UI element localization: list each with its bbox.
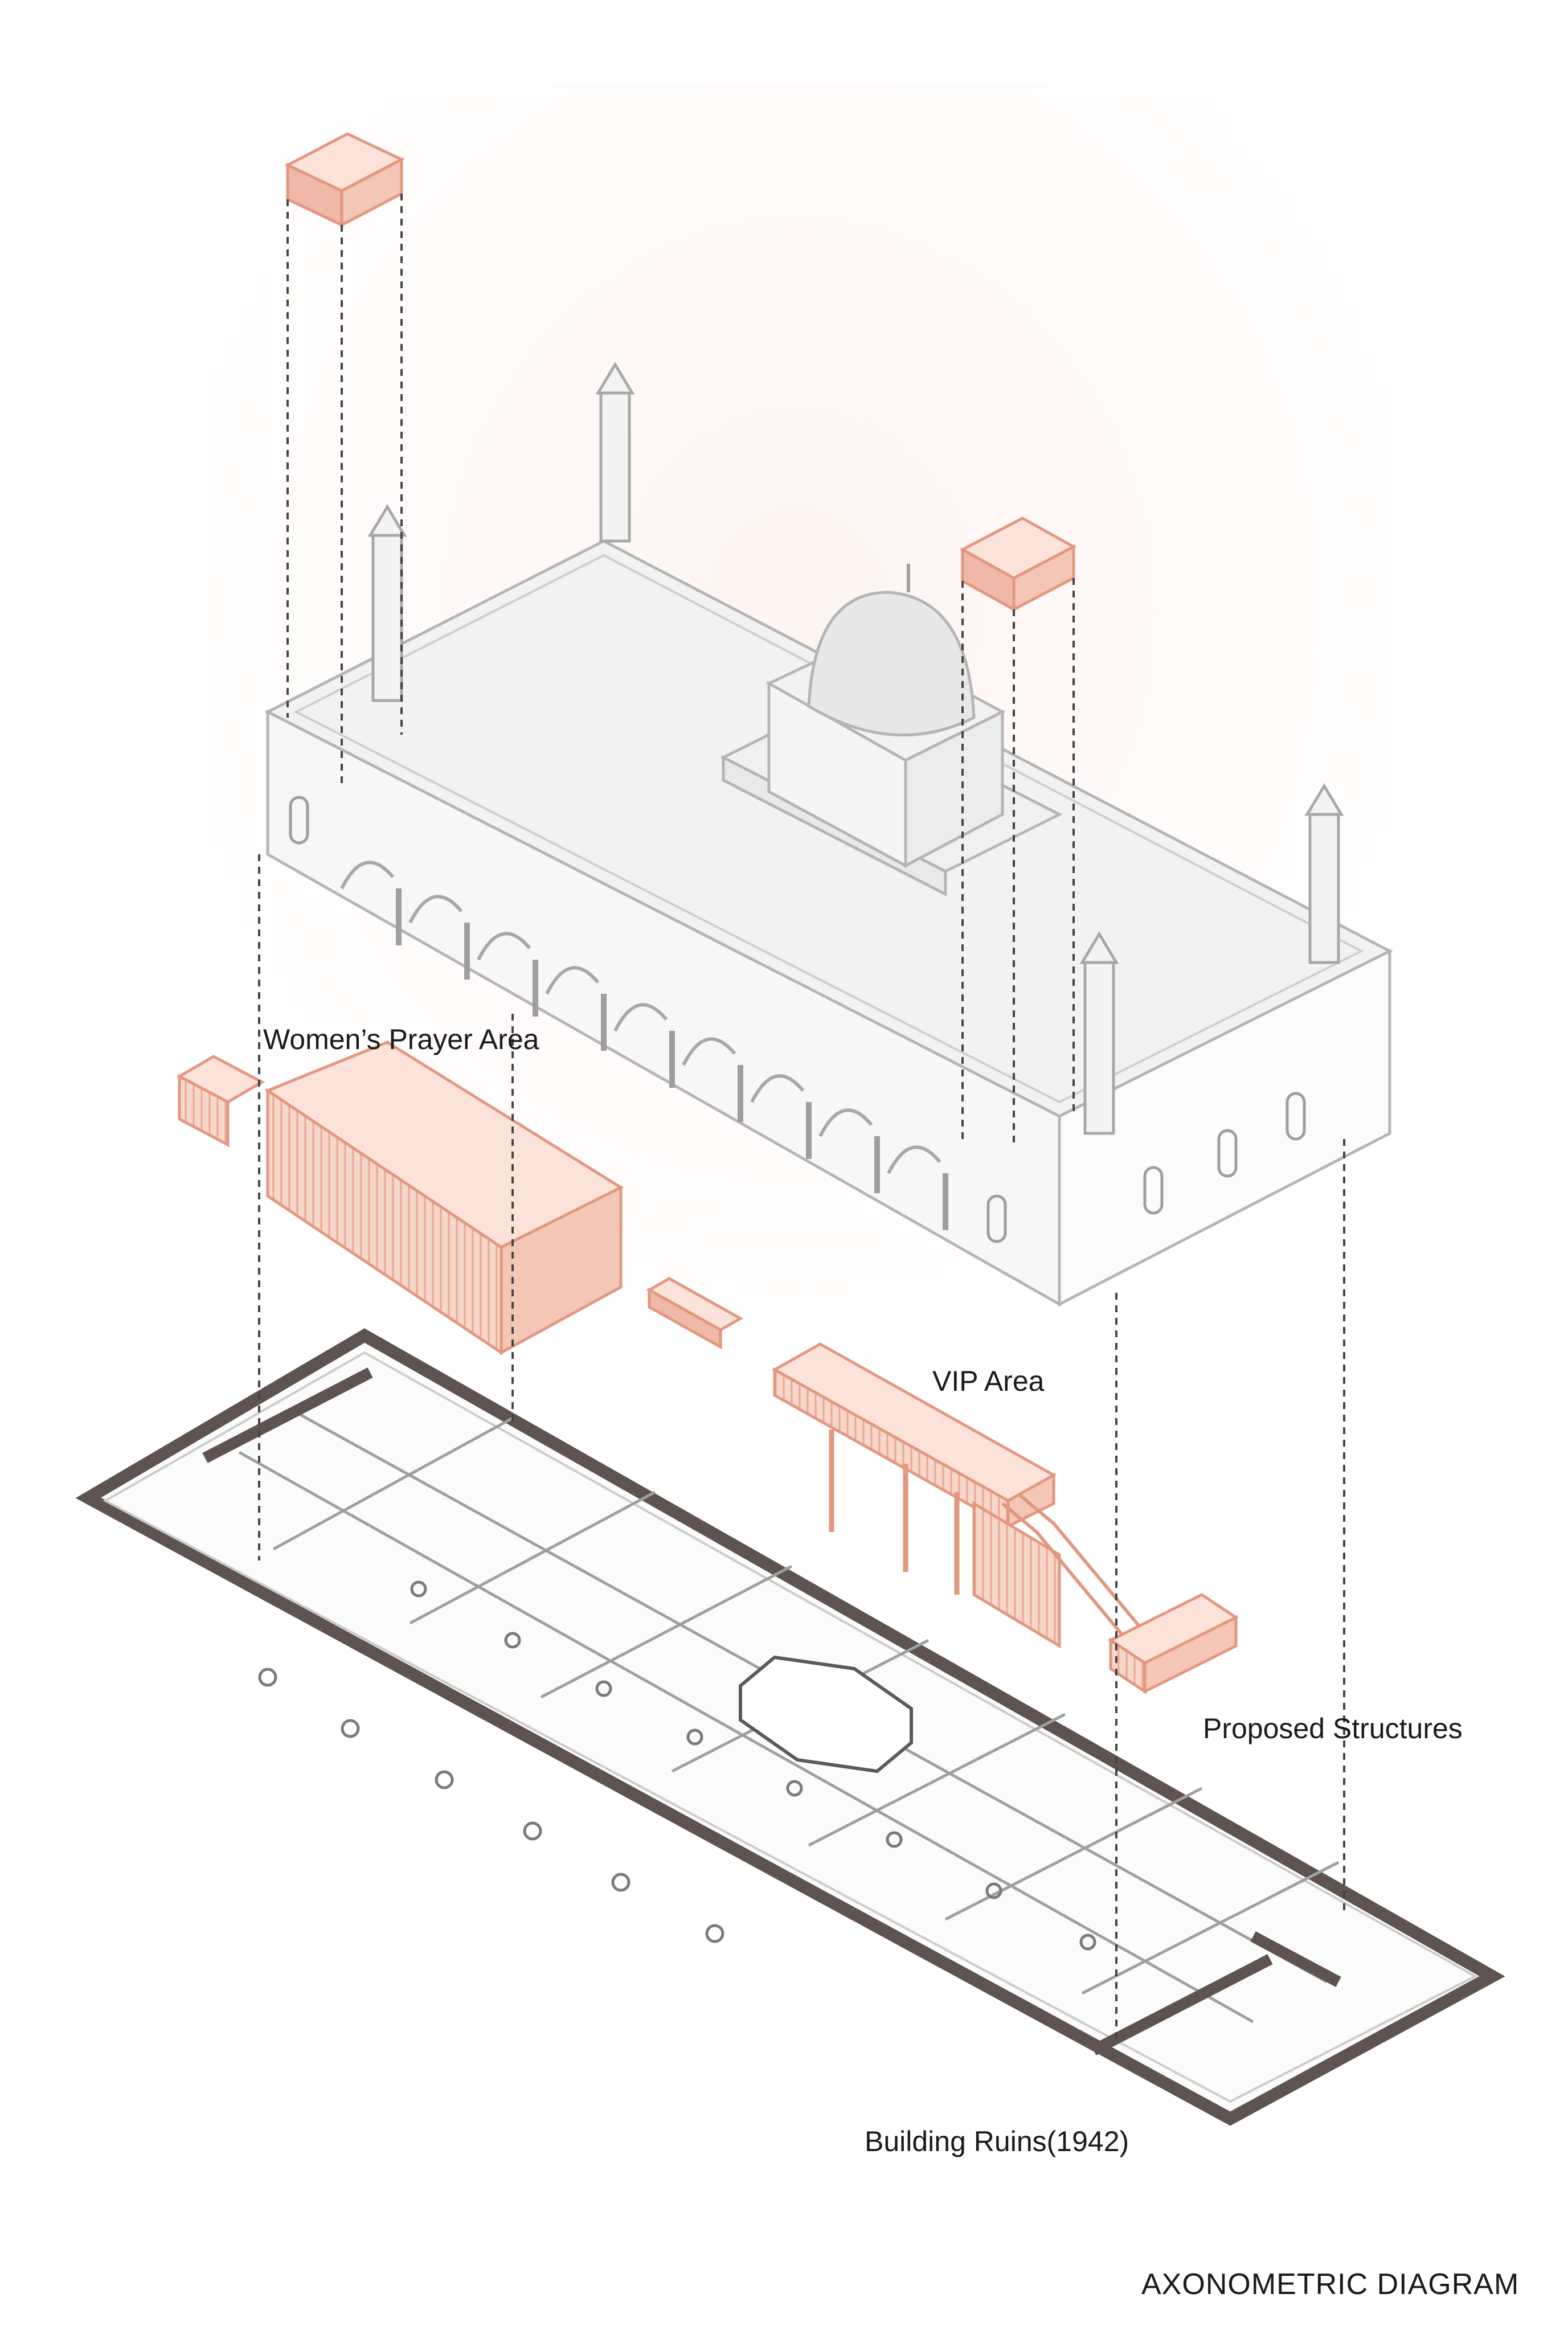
projection-lines [258, 194, 1345, 2039]
existing-mosque [264, 362, 1393, 1307]
proposed-box-top-left [284, 132, 405, 228]
building-ruins-plan [75, 1328, 1505, 2126]
vip-area-volume [771, 1342, 1239, 1694]
diagram-title: AXONOMETRIC DIAGRAM [1141, 2268, 1520, 2301]
proposed-structures-label: Proposed Structures [1203, 1713, 1463, 1744]
vip-area-label: VIP Area [932, 1365, 1045, 1397]
proposed-link-piece [646, 1277, 744, 1350]
building-ruins-label: Building Ruins(1942) [865, 2125, 1129, 2157]
womens-prayer-volume [176, 1041, 624, 1355]
proposed-box-top-right [959, 517, 1077, 612]
womens-prayer-area-label: Women’s Prayer Area [263, 1023, 539, 1055]
